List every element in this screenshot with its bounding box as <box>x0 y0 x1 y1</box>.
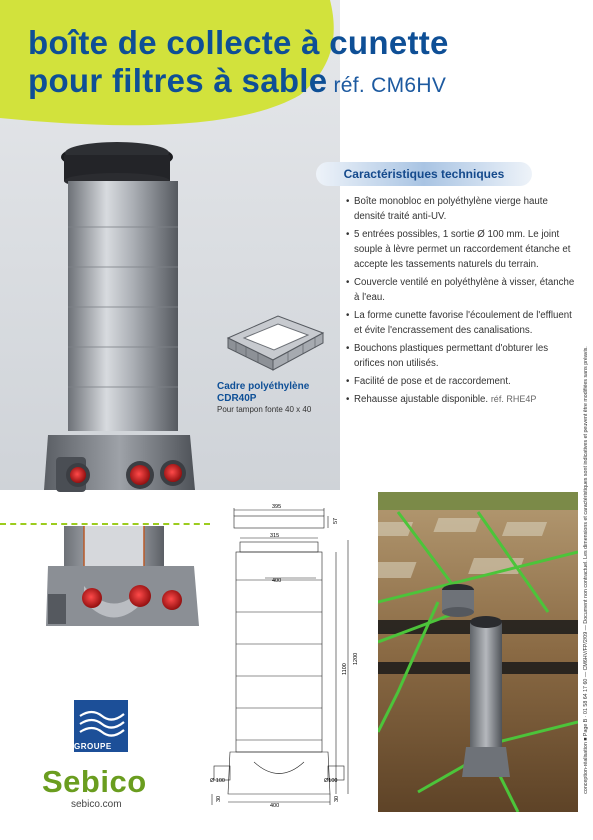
dim-pipe-right: Ø100 <box>324 778 337 784</box>
characteristics-heading: Caractéristiques techniques <box>316 162 532 186</box>
dim-body-height: 1100 <box>342 663 348 675</box>
lime-swoosh <box>0 0 334 126</box>
feature-text: Couvercle ventilé en polyéthylène à viss… <box>354 277 575 303</box>
feature-item: Boîte monobloc en polyéthylène vierge ha… <box>346 194 581 224</box>
cadre-illustration <box>226 315 325 371</box>
product-reference: réf. CM6HV <box>333 74 447 97</box>
title-line-1: boîte de collecte à cunette <box>28 24 449 61</box>
installation-illustration <box>378 492 578 812</box>
feature-text: Bouchons plastiques permettant d'obturer… <box>354 343 549 369</box>
cadre-subtitle: Pour tampon fonte 40 x 40 <box>217 405 312 414</box>
characteristics-list: Boîte monobloc en polyéthylène vierge ha… <box>346 194 581 410</box>
legal-note: conception-réalisation ■ Page B · 01 58 … <box>581 330 591 810</box>
dashed-divider <box>0 523 210 525</box>
feature-text: Boîte monobloc en polyéthylène vierge ha… <box>354 196 548 222</box>
dim-total: 1200 <box>353 653 359 665</box>
cadre-title-line-1: Cadre polyéthylène <box>217 381 310 392</box>
feature-item: Couvercle ventilé en polyéthylène à viss… <box>346 275 581 305</box>
feature-text: La forme cunette favorise l'écoulement d… <box>354 310 572 336</box>
product-illustration <box>44 142 195 492</box>
feature-reference: réf. RHE4P <box>490 394 537 404</box>
cadre-title: Cadre polyéthylène CDR40P <box>217 381 309 405</box>
page-title: boîte de collecte à cunette pour filtres… <box>28 24 449 105</box>
title-line-2-text: pour filtres à sable <box>28 62 328 99</box>
dim-body: 400 <box>272 578 281 584</box>
feature-item: 5 entrées possibles, 1 sortie Ø 100 mm. … <box>346 227 581 272</box>
logo-groupe-label: GROUPE <box>74 742 112 751</box>
sebico-logo-icon <box>74 700 128 752</box>
dim-bottom-right: 30 <box>334 796 340 802</box>
technical-drawing: 395 57 315 400 1100 1200 Ø 100 Ø100 400 … <box>210 504 359 809</box>
dim-cap-height: 57 <box>333 518 339 524</box>
feature-text: Facilité de pose et de raccordement. <box>354 376 511 387</box>
feature-item: Facilité de pose et de raccordement. <box>346 374 581 389</box>
dim-bottom-left: 30 <box>216 796 222 802</box>
feature-text: Rehausse ajustable disponible. <box>354 394 489 405</box>
feature-text: 5 entrées possibles, 1 sortie Ø 100 mm. … <box>354 229 571 270</box>
logo-brand: Sebico <box>42 764 147 799</box>
dim-neck: 315 <box>270 533 279 539</box>
feature-item: Rehausse ajustable disponible. réf. RHE4… <box>346 392 581 407</box>
feature-item: Bouchons plastiques permettant d'obturer… <box>346 341 581 371</box>
cutaway-illustration <box>46 526 199 626</box>
feature-item: La forme cunette favorise l'écoulement d… <box>346 308 581 338</box>
dim-top: 395 <box>272 504 281 510</box>
dim-pipe-left: Ø 100 <box>210 778 225 784</box>
cadre-title-line-2: CDR40P <box>217 393 257 404</box>
dim-base: 400 <box>270 803 279 809</box>
logo-url: sebico.com <box>71 799 122 810</box>
legal-note-text: conception-réalisation ■ Page B · 01 58 … <box>583 346 589 794</box>
